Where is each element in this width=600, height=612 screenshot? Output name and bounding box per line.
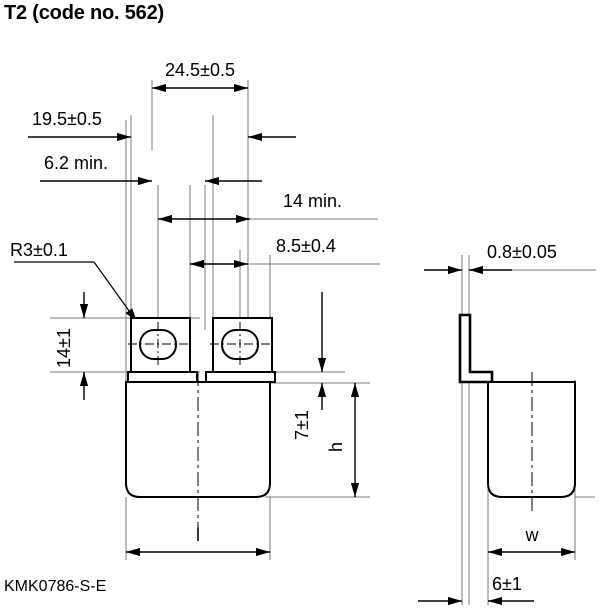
dim-19_5: 19.5±0.5 bbox=[28, 109, 296, 142]
dim-label-w: w bbox=[525, 525, 540, 545]
dim-h: h bbox=[326, 383, 360, 497]
dim-label-h: h bbox=[326, 442, 346, 452]
capacitor-body-side bbox=[487, 381, 576, 498]
dim-label-0_8: 0.8±0.05 bbox=[487, 242, 557, 262]
side-view: 0.8±0.05 w 6±1 bbox=[418, 242, 596, 606]
dim-label-24_5: 24.5±0.5 bbox=[165, 60, 235, 80]
dim-label-8_5: 8.5±0.4 bbox=[276, 236, 336, 256]
dim-label-r3: R3±0.1 bbox=[10, 240, 68, 260]
terminal-seat-left bbox=[127, 371, 198, 383]
terminal-lead-side bbox=[458, 313, 494, 384]
dim-l: l bbox=[126, 525, 270, 557]
front-view: 24.5±0.5 19.5±0.5 6.2 min. 14 min. bbox=[10, 60, 380, 560]
dim-8_5: 8.5±0.4 bbox=[190, 236, 380, 269]
dim-label-19_5: 19.5±0.5 bbox=[32, 109, 102, 129]
dim-label-l: l bbox=[196, 525, 200, 545]
dim-6_2-min: 6.2 min. bbox=[40, 153, 262, 186]
dim-label-14-min: 14 min. bbox=[283, 191, 342, 211]
dim-label-6-tol: 6±1 bbox=[492, 574, 522, 594]
dim-label-7-tol: 7±1 bbox=[292, 410, 312, 440]
terminal-seats bbox=[127, 371, 276, 383]
drawing-code: KMK0786-S-E bbox=[4, 578, 107, 595]
dim-r3: R3±0.1 bbox=[10, 240, 138, 323]
dim-w: w bbox=[488, 525, 575, 557]
dim-6-tol: 6±1 bbox=[418, 574, 534, 606]
dim-7-tol: 7±1 bbox=[292, 292, 327, 440]
dim-14-min: 14 min. bbox=[158, 191, 378, 224]
dim-0_8: 0.8±0.05 bbox=[424, 242, 596, 275]
dim-24_5: 24.5±0.5 bbox=[151, 60, 248, 150]
dim-14-tol: 14±1 bbox=[54, 292, 89, 400]
dim-label-14-tol: 14±1 bbox=[54, 328, 74, 368]
terminal-seat-right bbox=[205, 371, 276, 383]
page-title: T2 (code no. 562) bbox=[4, 2, 164, 24]
dim-label-6_2: 6.2 min. bbox=[44, 153, 108, 173]
capacitor-body-front bbox=[125, 381, 271, 498]
hole-centre-marks bbox=[128, 322, 270, 368]
